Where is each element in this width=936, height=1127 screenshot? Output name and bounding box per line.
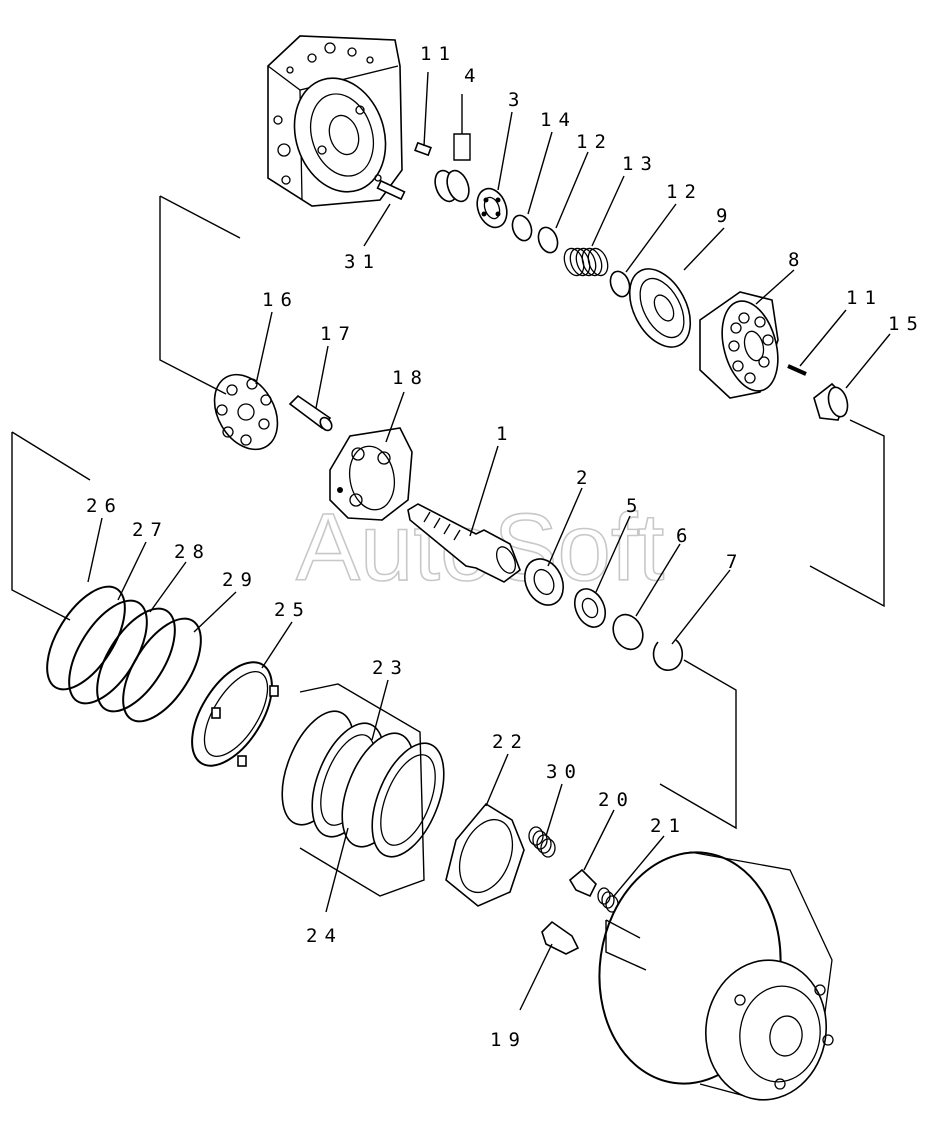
valve-plate-9-part (628, 268, 692, 348)
spring-13-part (563, 247, 609, 277)
callout-15: 15 (888, 313, 925, 335)
callout-4: 4 (464, 65, 482, 87)
seal-rings-4-part (434, 169, 470, 203)
brake-piston-25-part (191, 661, 279, 767)
snap-ring-7-part (652, 639, 683, 671)
swash-plate-18-part (329, 427, 413, 521)
callout-7: 7 (726, 551, 744, 573)
washer-12b-part (609, 270, 631, 298)
guide-lines (11, 71, 891, 1011)
motor-case-part (598, 851, 834, 1101)
callout-14: 14 (540, 109, 577, 131)
callout-28: 28 (174, 541, 211, 563)
callout-20: 20 (598, 789, 635, 811)
callout-2: 2 (576, 467, 594, 489)
check-valve-19-part (541, 920, 580, 955)
callout-12b: 12 (666, 181, 703, 203)
bearing-2-part (523, 558, 565, 606)
valve-housing-part (267, 35, 403, 207)
washer-12a-part (537, 226, 559, 254)
callout-5: 5 (626, 495, 644, 517)
seal-ring-26-part (46, 585, 126, 691)
bearing-3-part (476, 187, 508, 229)
snap-ring-14-part (511, 214, 533, 242)
rod-11-part (787, 364, 807, 376)
brake-discs-23-24-part (281, 683, 445, 897)
callout-10: 11 (420, 43, 457, 65)
callout-16: 16 (262, 289, 299, 311)
plate-22-part (445, 802, 525, 907)
callout-9: 9 (716, 205, 734, 227)
shaft-1-part (407, 503, 521, 583)
callout-22: 22 (492, 731, 529, 753)
cylinder-block-8-part (699, 291, 779, 399)
callout-24: 24 (306, 925, 343, 947)
callout-30: 30 (546, 761, 583, 783)
callout-11: 11 (846, 287, 883, 309)
callout-25: 25 (274, 599, 311, 621)
callout-21: 21 (650, 815, 687, 837)
callout-27: 27 (132, 519, 169, 541)
ring-6-part (612, 613, 644, 651)
seal-ring-28-part (96, 607, 176, 713)
callout-12a: 12 (576, 131, 613, 153)
callout-19: 19 (490, 1029, 527, 1051)
callout-6: 6 (676, 525, 694, 547)
callout-23: 23 (372, 657, 409, 679)
callout-3: 3 (508, 89, 526, 111)
seal-ring-29-part (122, 617, 202, 723)
callout-1: 1 (496, 423, 514, 445)
callout-17: 17 (320, 323, 357, 345)
collar-5-part (573, 588, 607, 628)
callout-29: 29 (222, 569, 259, 591)
callout-13: 13 (622, 153, 659, 175)
spring-30-part (528, 826, 556, 858)
pin-10-part (414, 141, 432, 157)
pin-31-part (376, 179, 406, 201)
callout-8: 8 (788, 249, 806, 271)
callout-18: 18 (392, 367, 429, 389)
plug-20-part (568, 868, 597, 898)
callout-31: 31 (344, 251, 381, 273)
piston-17-part (288, 394, 333, 432)
plate-16-part (213, 373, 279, 451)
bushing-15-part (813, 382, 849, 421)
callout-labels: 11 4 3 14 12 13 12 9 8 11 15 31 16 17 18… (86, 43, 925, 1051)
callout-26: 26 (86, 495, 123, 517)
